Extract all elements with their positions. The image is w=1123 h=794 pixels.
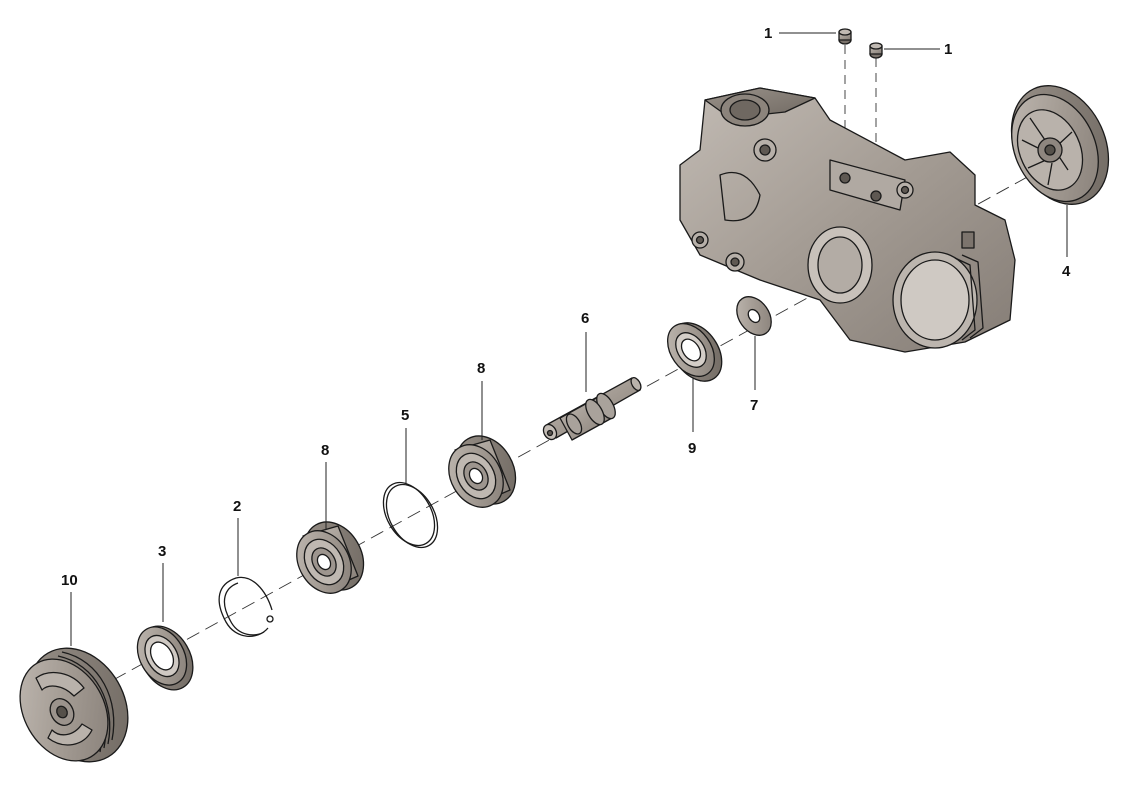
callout-7: 7: [750, 397, 758, 414]
callout-1b: 1: [944, 41, 952, 58]
circlip-icon: [218, 576, 274, 637]
seal-ring-icon: [136, 625, 194, 691]
pump-housing-icon: [679, 87, 1016, 353]
shaft-seal-icon: [667, 322, 723, 382]
snap-ring-icon: [382, 481, 439, 549]
bolt-icon: [838, 28, 852, 45]
ball-bearing-icon: [448, 435, 517, 508]
callout-2: 2: [233, 498, 241, 515]
callout-9: 9: [688, 440, 696, 457]
callout-1a: 1: [764, 25, 772, 42]
impeller-icon: [1010, 85, 1110, 205]
callout-5: 5: [401, 407, 409, 424]
bolt-icon: [869, 42, 883, 59]
callout-10: 10: [61, 572, 78, 589]
callout-8b: 8: [321, 442, 329, 459]
callout-8a: 8: [477, 360, 485, 377]
callout-4: 4: [1062, 263, 1071, 280]
washer-icon: [736, 296, 772, 336]
callout-3: 3: [158, 543, 166, 560]
leader-lines: [70, 32, 1068, 646]
assembly-axis: [94, 169, 1041, 691]
ball-bearing-icon: [296, 521, 365, 594]
pulley-icon: [19, 647, 129, 763]
callout-6: 6: [581, 310, 589, 327]
shaft-icon: [542, 376, 642, 441]
